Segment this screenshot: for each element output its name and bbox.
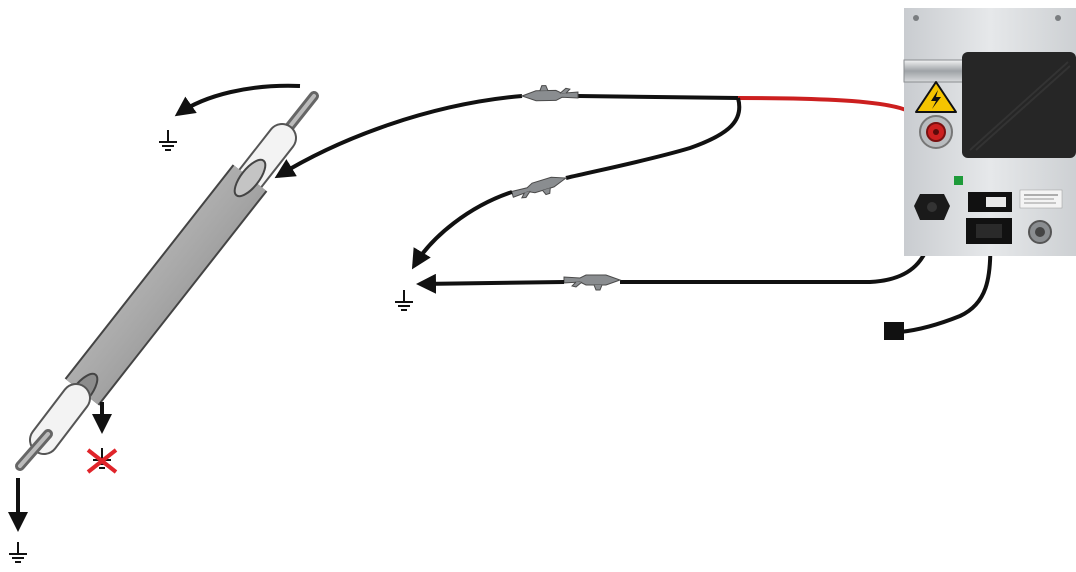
ground-symbol-icon <box>158 129 178 151</box>
alligator-clip-icon <box>510 172 570 205</box>
hv-lead-black <box>577 94 739 100</box>
ventilation-grille <box>962 52 1076 158</box>
interface-connector <box>1028 220 1052 244</box>
test-instrument <box>903 8 1076 256</box>
ground-symbol-icon <box>394 289 414 311</box>
panel-screw <box>1055 15 1061 21</box>
cable-jacket <box>64 158 268 412</box>
power-inlet <box>966 218 1012 244</box>
guard-lead <box>565 97 742 180</box>
status-indicator <box>954 176 963 185</box>
cable-conductor-bottom <box>15 429 53 471</box>
cable-specimen <box>15 91 319 471</box>
ground-symbol-icon <box>8 541 28 563</box>
arrow-icon <box>174 83 301 117</box>
alligator-clip-icon <box>563 274 621 291</box>
panel-screw <box>913 15 919 21</box>
high-voltage-warning-icon <box>915 81 957 113</box>
hv-output-socket <box>919 115 953 149</box>
ground-terminal-knob <box>914 194 950 220</box>
power-cord <box>899 235 993 334</box>
crossed-ground-icon <box>86 447 118 474</box>
alligator-clip-icon <box>521 84 579 102</box>
ground-lead <box>620 217 936 284</box>
arrow-icon <box>411 190 513 270</box>
arrow-icon <box>416 273 565 294</box>
rating-label <box>1019 189 1063 209</box>
power-switch <box>968 192 1012 212</box>
arrow-icon <box>274 94 523 179</box>
power-plug <box>884 322 904 340</box>
